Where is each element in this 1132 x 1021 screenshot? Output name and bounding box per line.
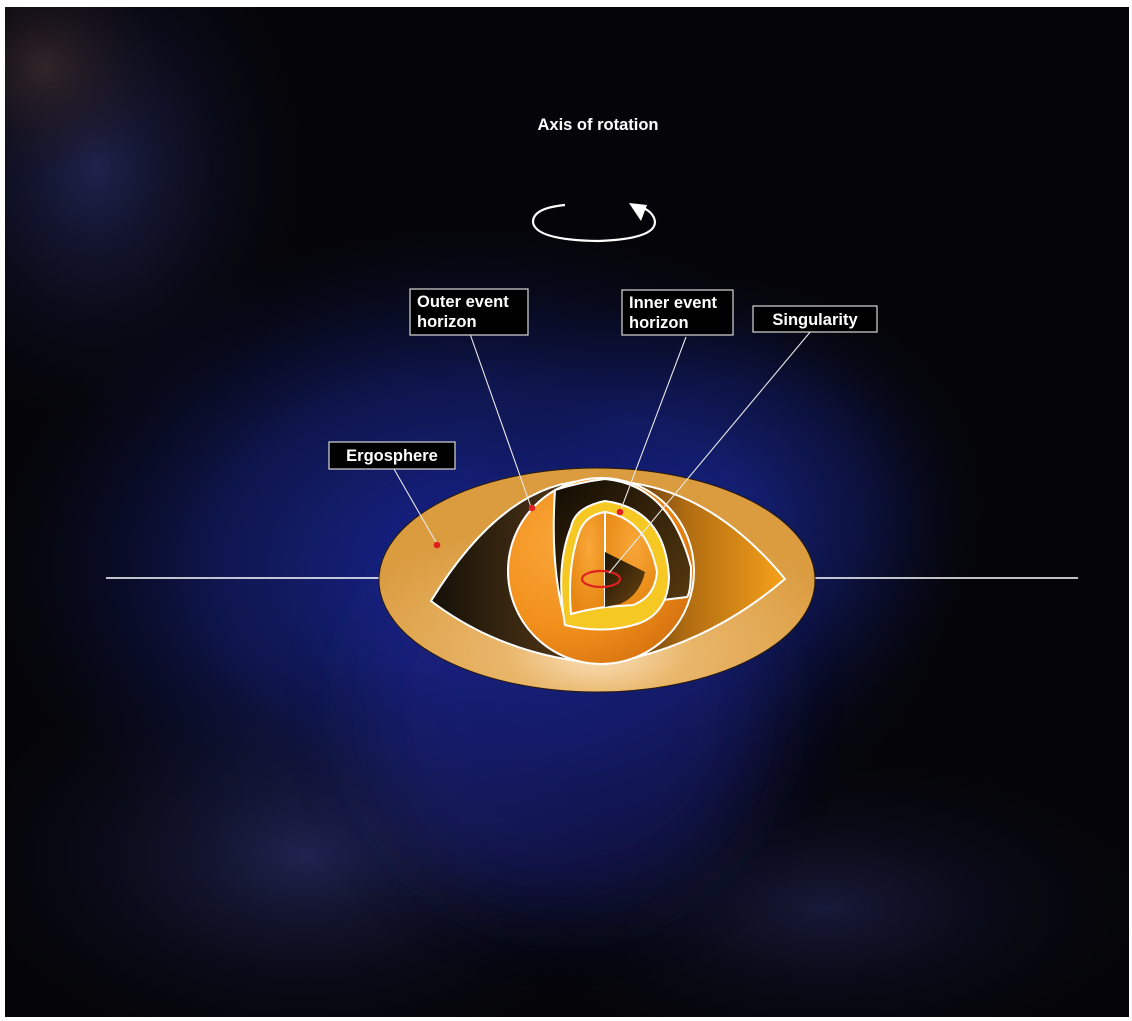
marker-inner-event-horizon (616, 508, 624, 516)
label-singularity: Singularity (752, 305, 878, 333)
axis-of-rotation-label: Axis of rotation (537, 116, 658, 134)
marker-outer-event-horizon (528, 504, 536, 512)
black-hole-diagram: Axis of rotation Outer event horizon Inn… (5, 7, 1129, 1017)
outer-event-horizon-line1: Outer event (417, 293, 509, 311)
singularity-text: Singularity (772, 311, 858, 329)
diagram-canvas: Axis of rotation Outer event horizon Inn… (5, 7, 1129, 1017)
leader-singularity (608, 330, 812, 574)
label-ergosphere: Ergosphere (328, 441, 456, 470)
ergosphere-text: Ergosphere (346, 447, 438, 465)
label-inner-event-horizon: Inner event horizon (621, 289, 734, 336)
leader-inner-event-horizon (619, 336, 687, 513)
inner-event-horizon-line2: horizon (629, 314, 689, 332)
core-orange-half (569, 510, 606, 616)
singularity-ring (580, 569, 622, 589)
leader-outer-event-horizon (468, 330, 532, 508)
label-outer-event-horizon: Outer event horizon (409, 288, 529, 336)
marker-ergosphere (433, 541, 441, 549)
leader-lines (393, 330, 812, 574)
label-markers (433, 504, 624, 549)
leader-ergosphere (393, 468, 438, 545)
rotation-arrow-icon (531, 203, 657, 243)
outer-event-horizon-line2: horizon (417, 313, 477, 331)
inner-event-horizon-line1: Inner event (629, 294, 718, 312)
